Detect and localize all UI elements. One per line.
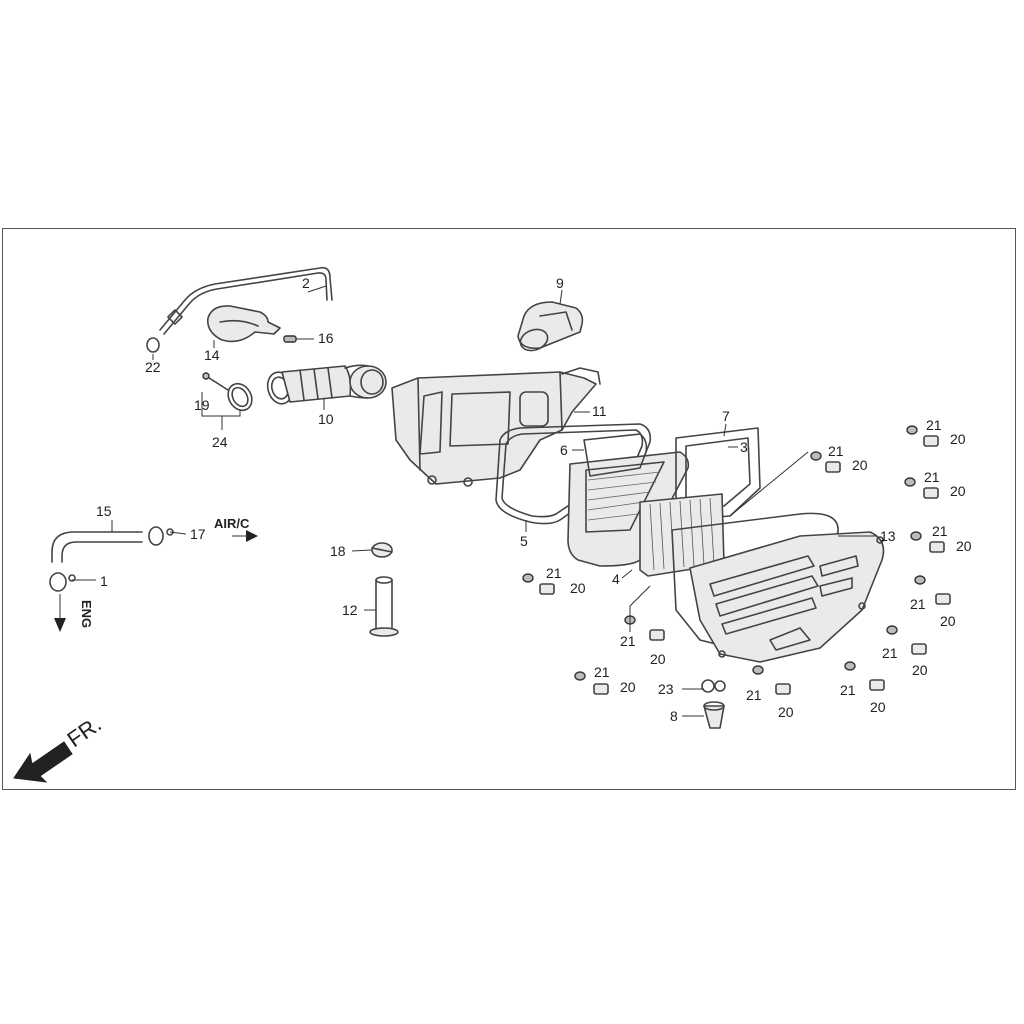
washer-21 bbox=[904, 477, 916, 487]
bolt-20 bbox=[923, 487, 939, 499]
connector-part-9 bbox=[517, 301, 584, 352]
hose-clamp-part-24 bbox=[227, 382, 253, 412]
bolt-20 bbox=[825, 461, 841, 473]
callout-4: 4 bbox=[612, 571, 620, 587]
callout-20: 20 bbox=[852, 457, 868, 473]
intake-duct-part-10 bbox=[266, 364, 387, 405]
drain-plug-part-8 bbox=[703, 701, 725, 729]
drain-tube-part-12 bbox=[369, 576, 399, 637]
callout-21: 21 bbox=[840, 682, 856, 698]
callout-17: 17 bbox=[190, 526, 206, 542]
bolt-20 bbox=[911, 643, 927, 655]
air-cleaner-direction: AIR/C bbox=[214, 516, 258, 542]
front-label: FR. bbox=[63, 711, 106, 752]
arrow-front-icon bbox=[13, 741, 73, 783]
callout-16: 16 bbox=[318, 330, 334, 346]
callout-20: 20 bbox=[940, 613, 956, 629]
callout-numbers: 2 22 14 16 19 24 10 9 11 6 7 3 5 4 13 15… bbox=[96, 275, 972, 724]
washer-21 bbox=[574, 671, 586, 681]
leader-lines bbox=[72, 285, 876, 717]
callout-21: 21 bbox=[882, 645, 898, 661]
callout-9: 9 bbox=[556, 275, 564, 291]
callout-21: 21 bbox=[620, 633, 636, 649]
washer-21 bbox=[910, 531, 922, 541]
breather-tube-part-2 bbox=[159, 266, 333, 335]
hose-part-15 bbox=[51, 531, 143, 563]
o-rings-part-23 bbox=[701, 679, 726, 693]
callout-12: 12 bbox=[342, 602, 358, 618]
screw-part-16 bbox=[283, 335, 297, 343]
bolt-20 bbox=[929, 541, 945, 553]
filter-mesh bbox=[587, 471, 661, 521]
callout-14: 14 bbox=[204, 347, 220, 363]
callout-21: 21 bbox=[594, 664, 610, 680]
air-cleaner-label: AIR/C bbox=[214, 516, 250, 531]
diagram-frame bbox=[2, 228, 1016, 790]
callout-20: 20 bbox=[912, 662, 928, 678]
bolt-20 bbox=[923, 435, 939, 447]
callout-20: 20 bbox=[950, 483, 966, 499]
callout-6: 6 bbox=[560, 442, 568, 458]
bolt-20 bbox=[649, 629, 665, 641]
air-box-cover bbox=[689, 531, 885, 663]
bolt-part-19 bbox=[202, 372, 229, 391]
washer-21 bbox=[522, 573, 534, 583]
callout-3: 3 bbox=[740, 439, 748, 455]
bolt-20 bbox=[539, 583, 555, 595]
filter-core-part-4 bbox=[639, 493, 725, 577]
arrow-right-icon bbox=[246, 530, 258, 542]
callout-24: 24 bbox=[212, 434, 228, 450]
callout-21: 21 bbox=[924, 469, 940, 485]
bolt-20 bbox=[935, 593, 951, 605]
callout-19: 19 bbox=[194, 397, 210, 413]
callout-8: 8 bbox=[670, 708, 678, 724]
callout-2: 2 bbox=[302, 275, 310, 291]
callout-7: 7 bbox=[722, 408, 730, 424]
callout-1: 1 bbox=[100, 573, 108, 589]
clamp-part-1 bbox=[49, 572, 76, 592]
callout-21: 21 bbox=[746, 687, 762, 703]
callout-21: 21 bbox=[910, 596, 926, 612]
washer-21 bbox=[914, 575, 926, 585]
callout-21: 21 bbox=[932, 523, 948, 539]
engine-direction: ENG bbox=[54, 594, 94, 632]
bolt-20 bbox=[593, 683, 609, 695]
callout-20: 20 bbox=[778, 704, 794, 720]
callout-21: 21 bbox=[926, 417, 942, 433]
washer-21 bbox=[906, 425, 918, 435]
bolt-20 bbox=[869, 679, 885, 691]
bolt-20 bbox=[775, 683, 791, 695]
callout-23: 23 bbox=[658, 681, 674, 697]
callout-5: 5 bbox=[520, 533, 528, 549]
callout-13: 13 bbox=[880, 528, 896, 544]
clamp-part-17 bbox=[148, 526, 174, 546]
callout-11: 11 bbox=[592, 403, 607, 419]
washer-21 bbox=[886, 625, 898, 635]
callout-20: 20 bbox=[620, 679, 636, 695]
clip-part-18 bbox=[371, 542, 393, 558]
callout-10: 10 bbox=[318, 411, 334, 427]
callout-22: 22 bbox=[145, 359, 161, 375]
callout-20: 20 bbox=[650, 651, 666, 667]
air-box-housing-part-11 bbox=[391, 367, 601, 487]
callout-21: 21 bbox=[546, 565, 562, 581]
fasteners bbox=[522, 425, 951, 695]
clamp-part-22 bbox=[146, 337, 160, 353]
callout-18: 18 bbox=[330, 543, 346, 559]
arrow-down-icon bbox=[54, 618, 66, 632]
callout-20: 20 bbox=[570, 580, 586, 596]
callout-20: 20 bbox=[956, 538, 972, 554]
callout-20: 20 bbox=[870, 699, 886, 715]
front-direction: FR. bbox=[13, 711, 106, 783]
washer-21 bbox=[752, 665, 764, 675]
callout-15: 15 bbox=[96, 503, 112, 519]
engine-label: ENG bbox=[79, 600, 94, 628]
washer-21 bbox=[844, 661, 856, 671]
breather-cover-part-14 bbox=[206, 305, 281, 343]
callout-21: 21 bbox=[828, 443, 844, 459]
callout-20: 20 bbox=[950, 431, 966, 447]
washer-21 bbox=[810, 451, 822, 461]
